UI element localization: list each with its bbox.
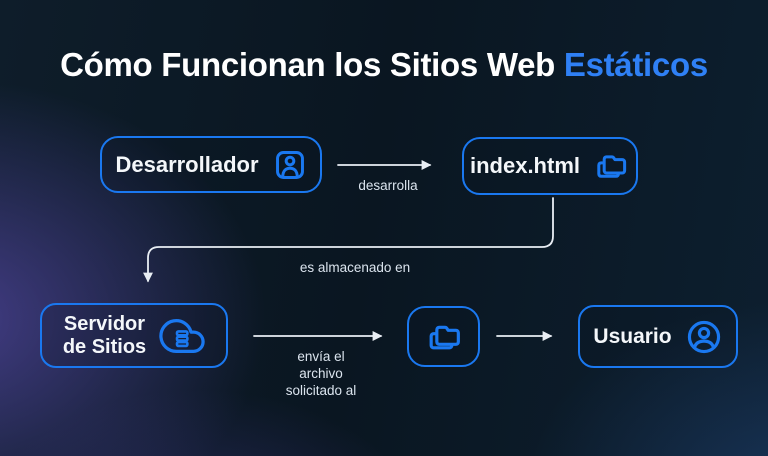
index-file-label: index.html [469,153,580,178]
folders-icon [592,147,630,185]
node-developer: Desarrollador [100,136,322,193]
edge-label-sends-file: envía el archivo solicitado al [285,349,357,398]
node-file [407,306,480,367]
folders-icon [424,317,464,357]
user-circle-icon [685,318,723,356]
edge-label-develops: desarrolla [358,178,418,193]
user-label: Usuario [593,324,672,348]
cloud-server-icon [159,313,205,359]
title-highlight: Estáticos [563,46,708,83]
node-server: Servidor de Sitios [40,303,228,368]
title-main: Cómo Funcionan los Sitios Web [60,46,555,83]
server-label: Servidor de Sitios [62,313,147,358]
node-user: Usuario [578,305,738,368]
page-title: Cómo Funcionan los Sitios Web Estáticos [0,46,768,84]
person-badge-icon [273,148,307,182]
developer-label: Desarrollador [115,151,259,177]
node-index-file: index.html [462,137,638,195]
edge-label-stored-in: es almacenado en [299,260,411,275]
